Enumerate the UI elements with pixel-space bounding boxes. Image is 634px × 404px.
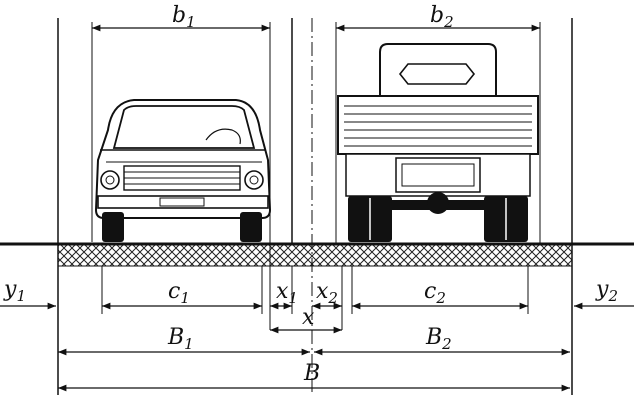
truck-cargo-slats — [344, 105, 532, 147]
truck — [337, 43, 539, 242]
label-b1: b1 — [172, 3, 196, 31]
car-windshield — [112, 105, 256, 149]
road-surface — [0, 242, 634, 267]
label-x1: x1 — [276, 279, 298, 307]
label-B: B — [303, 361, 320, 386]
label-y1: y1 — [3, 277, 26, 305]
truck-cab — [379, 43, 497, 97]
car-tyres — [102, 212, 262, 242]
truck-differential — [427, 192, 449, 214]
label-y2: y2 — [595, 277, 618, 305]
label-b2: b2 — [430, 3, 454, 31]
label-c2: c2 — [424, 279, 446, 307]
car-headlight-right — [244, 170, 264, 190]
label-x: x — [302, 305, 315, 330]
dimension-b1 — [91, 22, 271, 330]
car-grille — [123, 165, 241, 191]
label-x2: x2 — [316, 279, 338, 307]
label-B1: B1 — [167, 325, 194, 353]
extension-lines — [101, 266, 529, 330]
truck-rear-window — [398, 63, 476, 85]
truck-cargo-body — [337, 95, 539, 155]
label-c1: c1 — [168, 279, 190, 307]
label-B2: B2 — [425, 325, 452, 353]
car-headlight-left — [100, 170, 120, 190]
truck-tyres — [348, 196, 528, 242]
passenger-car — [94, 99, 272, 242]
dimension-b2 — [335, 22, 541, 244]
